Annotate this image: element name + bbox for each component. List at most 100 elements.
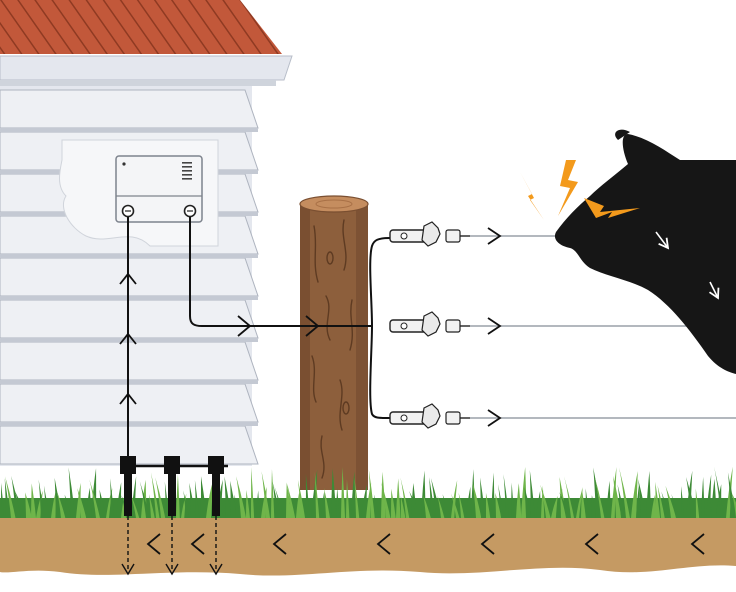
grass-blade	[396, 478, 401, 518]
insulator-icon	[389, 403, 470, 429]
grass-blade	[497, 484, 505, 518]
grass-blade	[491, 472, 495, 518]
grass-blade	[51, 488, 57, 518]
grass-blade	[564, 476, 575, 518]
cow-head-icon	[554, 129, 736, 374]
gutter	[0, 55, 293, 81]
grass	[0, 466, 736, 518]
grass-blade	[99, 489, 107, 518]
grass-blade	[331, 468, 337, 518]
wooden-post-icon	[299, 195, 369, 490]
grass-blade	[86, 487, 92, 518]
grass-blade	[336, 487, 340, 518]
grass-blade	[655, 481, 661, 518]
grass-blade	[183, 490, 190, 518]
grass-blade	[351, 471, 356, 518]
grass-blade	[423, 495, 431, 518]
grass-blade	[480, 477, 486, 518]
grass-blade	[148, 494, 155, 518]
shock-bolt-3	[584, 198, 640, 218]
grass-blade	[594, 474, 605, 518]
grass-blade	[43, 485, 50, 518]
feeder-bottom	[369, 325, 391, 419]
insulators	[389, 221, 470, 429]
grass-blade	[261, 471, 271, 518]
soil	[0, 516, 736, 576]
grass-blade	[591, 495, 597, 518]
flow-fence-wires	[487, 227, 502, 427]
grass-blade	[54, 477, 62, 518]
grass-blade	[164, 481, 170, 518]
fence-terminal-icon	[183, 204, 197, 218]
ground-rod-icon	[208, 456, 224, 576]
grass-blade	[38, 479, 45, 518]
grass-blade	[451, 480, 458, 518]
grass-blade	[429, 477, 435, 518]
grass-blade	[716, 484, 722, 518]
grass-blade	[176, 474, 180, 518]
grass-blade	[536, 490, 541, 518]
ground-terminal-icon	[121, 204, 135, 218]
grass-blade	[585, 488, 590, 518]
grass-blade	[458, 492, 465, 518]
grass-blade	[471, 469, 476, 518]
grass-blade	[272, 481, 281, 518]
grass-blade	[4, 478, 10, 518]
grass-blade	[495, 492, 502, 518]
ground-rod-icon	[164, 456, 180, 576]
grass-blade	[381, 482, 391, 518]
grass-blade	[297, 479, 306, 518]
ground-rod-icon	[120, 456, 136, 576]
grass-blade	[391, 488, 396, 518]
grass-blade	[230, 480, 237, 518]
feeder-top	[369, 237, 391, 327]
grass-blade	[287, 483, 296, 518]
grass-blade	[636, 485, 641, 518]
grass-blade	[5, 476, 16, 518]
grass-blade	[529, 469, 536, 518]
grass-blade	[726, 466, 733, 518]
grass-blade	[110, 478, 115, 518]
grass-blade	[89, 479, 100, 518]
grass-blade	[373, 494, 381, 518]
grass-blade	[671, 493, 680, 518]
grass-blade	[665, 485, 677, 518]
grass-blade	[617, 484, 625, 518]
shock-bolt-1	[520, 172, 544, 220]
grass-blade	[631, 471, 638, 518]
insulator-icon	[389, 311, 470, 337]
grass-blade	[139, 481, 150, 518]
grass-blade	[341, 467, 346, 518]
grass-blade	[305, 474, 310, 518]
grass-blade	[611, 466, 617, 518]
flow-soil-return	[146, 533, 705, 555]
grass-blade	[246, 489, 250, 518]
grass-blade	[619, 467, 630, 518]
flow-fence-lead	[237, 315, 320, 337]
house	[0, 0, 293, 466]
grass-blade	[661, 491, 670, 518]
grass-blade	[354, 477, 360, 518]
grass-blade	[323, 487, 330, 518]
grass-blade	[200, 476, 207, 518]
grass-blade	[421, 470, 426, 518]
roof	[0, 0, 282, 54]
grass-blade	[524, 486, 532, 518]
grass-blade	[714, 466, 725, 518]
grass-blade	[296, 492, 302, 518]
grass-blade	[346, 479, 350, 518]
grass-blade	[613, 475, 622, 518]
grass-blade	[234, 494, 241, 518]
grass-blade	[400, 477, 410, 518]
grass-blade	[681, 486, 685, 518]
grass-blade	[431, 478, 442, 518]
grass-blade	[442, 494, 451, 518]
flow-ground-lead	[119, 272, 137, 405]
grass-blade	[638, 479, 647, 518]
grass-blade	[516, 483, 522, 518]
grass-blade	[472, 482, 482, 518]
grass-blade	[651, 494, 657, 518]
leads	[127, 217, 391, 462]
grass-blade	[77, 488, 87, 518]
grass-blade	[274, 486, 285, 518]
